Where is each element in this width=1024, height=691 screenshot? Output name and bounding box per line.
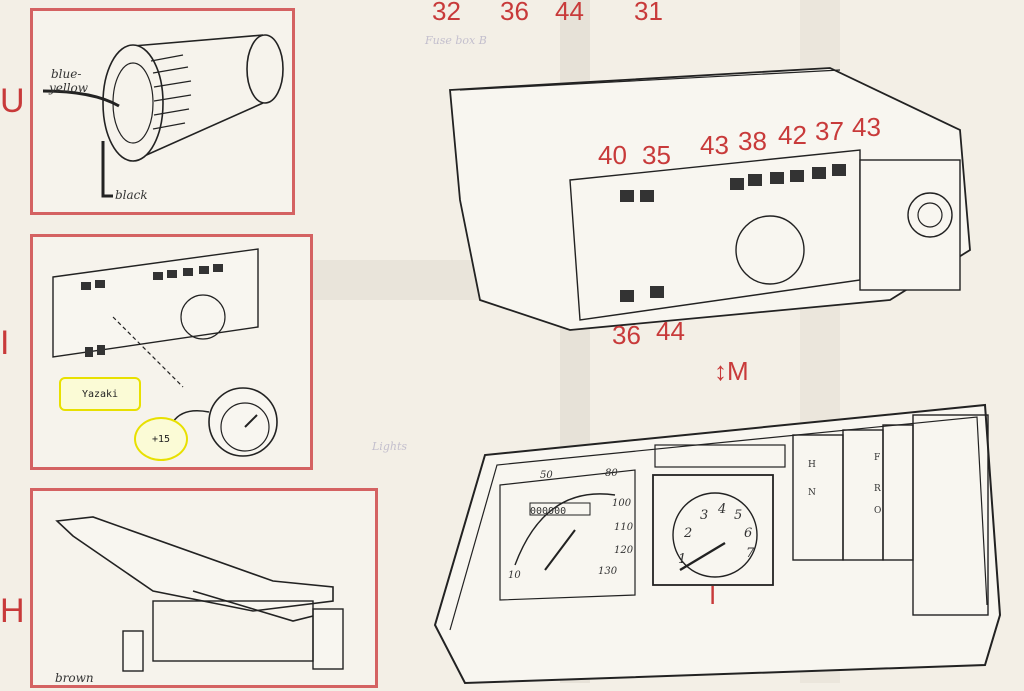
wire-label-yellow: yellow [49,81,89,95]
callout-number: 36 [612,320,641,350]
fuel-letter: R [874,484,881,494]
terminal-15-highlight: +15 [134,417,188,461]
temp-letter: N [808,488,816,498]
tacho-tick-label: 2 [684,526,693,541]
tacho-tick-label: 5 [734,508,743,523]
bleed-text: Fuse box B [425,34,487,47]
cluster-front-drawing [433,403,1002,685]
tacho-tick-label: 4 [718,502,727,517]
callout-number: 40 [598,140,627,170]
circuit-board-drawing [52,248,278,457]
tacho-tick-label: 7 [746,546,755,561]
fuel-letter: O [874,506,882,516]
wire-label-black: black [115,188,148,202]
speedo-tick-label: 120 [614,545,634,556]
callout-number: 44 [555,0,584,26]
speedo-tick-label: 10 [508,570,521,581]
odometer: 000000 [530,506,567,517]
lever-drawing [55,516,344,672]
tacho-tick-label: 6 [744,526,753,541]
bleed-text: Lights [372,440,408,453]
cluster-rear-drawing [449,67,971,331]
temp-letter: H [808,460,816,470]
tacho-tick-label: 3 [700,508,709,523]
section-letter-u: U [0,82,25,120]
bulb-holder-drawing [42,34,284,198]
panel-i-circuit-board: Yazaki +15 [30,234,313,470]
speedo-tick-label: 110 [614,522,634,533]
section-letter-i-pointer: I [709,580,717,610]
section-letter-m: ↕M [714,356,749,386]
speedo-tick-label: 100 [612,498,632,509]
section-letter-h: H [0,592,25,630]
yazaki-tag: Yazaki [59,377,141,411]
section-letter-i: I [0,324,10,362]
speedo-tick-label: 80 [605,468,618,479]
tacho-tick-label: 1 [678,552,687,567]
callout-number: 42 [778,120,807,150]
callout-number: 35 [642,140,671,170]
panel-h-lever: brown [30,488,378,688]
speedo-tick-label: 130 [598,566,618,577]
callout-number: 43 [700,130,729,160]
callout-number: 32 [432,0,461,26]
callout-number: 37 [815,116,844,146]
callout-number: 36 [500,0,529,26]
callout-number: 44 [656,316,685,346]
callout-number: 38 [738,126,767,156]
callout-number: 31 [634,0,663,26]
wire-label-brown: brown [55,671,94,685]
panel-u-bulb-holder: blue- yellow black [30,8,295,215]
callout-number: 43 [852,112,881,142]
fuel-letter: F [874,453,881,463]
speedo-tick-label: 50 [540,470,553,481]
wire-label-blue: blue- [51,67,82,81]
